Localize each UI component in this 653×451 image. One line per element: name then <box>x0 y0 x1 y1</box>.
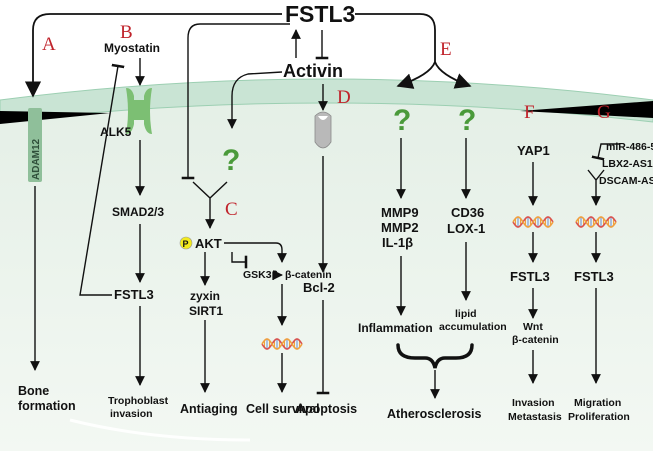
letter-d: D <box>337 87 351 108</box>
dscam-label: DSCAM-AS1 <box>599 175 653 187</box>
metastasis-outcome: Metastasis <box>508 411 562 423</box>
fstl3-title: FSTL3 <box>285 1 355 27</box>
pin-receptor-icon <box>314 111 332 149</box>
migration-outcome: Migration <box>574 397 621 409</box>
arrow-e-left <box>396 61 436 89</box>
receptor-icon <box>126 88 152 134</box>
arrow-fstl3-to-akt-receptor <box>181 23 290 180</box>
wnt-label: Wnt <box>523 321 543 333</box>
arrow-fstl3-to-adam12 <box>24 13 282 98</box>
y-junction-g <box>587 169 605 188</box>
letter-e: E <box>440 39 452 60</box>
question-e-right: ? <box>458 104 476 137</box>
inhibit-fstl3-myostatin <box>79 63 125 296</box>
lipid-label-2: accumulation <box>439 321 507 333</box>
fstl3-g-label: FSTL3 <box>574 269 614 284</box>
dna-helix-icon <box>512 216 554 228</box>
membrane-wedge-left <box>0 111 110 124</box>
zyxin-label: zyxin <box>190 289 220 303</box>
bcl2-label: Bcl-2 <box>303 280 335 295</box>
brace-icon <box>396 343 474 369</box>
sirt1-label: SIRT1 <box>189 304 223 318</box>
survival-outcome: Cell survival <box>246 402 320 416</box>
lox1-label: LOX-1 <box>447 221 485 236</box>
dna-helix-icon <box>261 338 303 350</box>
bone-outcome-1: Bone <box>18 384 49 398</box>
dna-helix-icon <box>575 216 617 228</box>
inflammation-label: Inflammation <box>358 321 433 335</box>
question-e-left: ? <box>393 104 411 137</box>
invasion-outcome: Invasion <box>512 397 555 409</box>
inhibit-akt-gsk <box>231 252 248 269</box>
mir-label: miR-486-5p <box>606 141 653 153</box>
lbx2-label: LBX2-AS1 <box>602 158 653 170</box>
il1b-label: IL-1β <box>382 235 413 250</box>
apoptosis-outcome: Apoptosis <box>296 402 357 416</box>
letter-a: A <box>42 34 56 55</box>
cd36-label: CD36 <box>451 205 484 220</box>
yap1-label: YAP1 <box>517 143 550 158</box>
question-c: ? <box>222 144 240 177</box>
fstl3-f-label: FSTL3 <box>510 269 550 284</box>
arrow-fstl3-to-e <box>355 13 436 62</box>
membrane-wedge-right <box>520 101 653 118</box>
bone-outcome-2: formation <box>18 399 76 413</box>
adam12-box <box>28 108 42 182</box>
fstl3-b-label: FSTL3 <box>114 287 154 302</box>
proliferation-outcome: Proliferation <box>568 411 630 423</box>
letter-c: C <box>225 199 238 220</box>
y-receptor-icon <box>192 181 228 200</box>
gsk-label: GSK3β <box>243 269 279 281</box>
antiaging-outcome: Antiaging <box>180 402 238 416</box>
letter-b: B <box>120 22 133 43</box>
athero-outcome: Atherosclerosis <box>387 407 482 421</box>
phospho-label: P <box>183 239 189 249</box>
inhibit-mir-lbx2 <box>591 143 619 161</box>
troph-outcome-1: Trophoblast <box>108 395 169 407</box>
alk5-label: ALK5 <box>100 125 132 139</box>
arrow-akt-to-bcat <box>224 242 287 263</box>
akt-label: AKT <box>195 236 222 251</box>
cell-membrane <box>0 78 653 123</box>
activin-label: Activin <box>283 61 343 81</box>
mmp9-label: MMP9 <box>381 205 419 220</box>
letter-f: F <box>524 102 535 123</box>
smad-label: SMAD2/3 <box>112 205 164 219</box>
mmp2-label: MMP2 <box>381 220 419 235</box>
lipid-label-1: lipid <box>455 308 477 320</box>
phospho-icon <box>179 236 193 250</box>
decorative-swoosh <box>69 418 251 442</box>
myostatin-label: Myostatin <box>104 41 160 55</box>
adam12-label: ADAM12 <box>31 138 42 180</box>
wnt-bcat-label: β-catenin <box>512 334 559 346</box>
letter-g: G <box>597 102 611 123</box>
arrow-e-right <box>434 61 472 89</box>
arrow-activin-to-c <box>227 71 283 129</box>
troph-outcome-2: invasion <box>110 408 153 420</box>
